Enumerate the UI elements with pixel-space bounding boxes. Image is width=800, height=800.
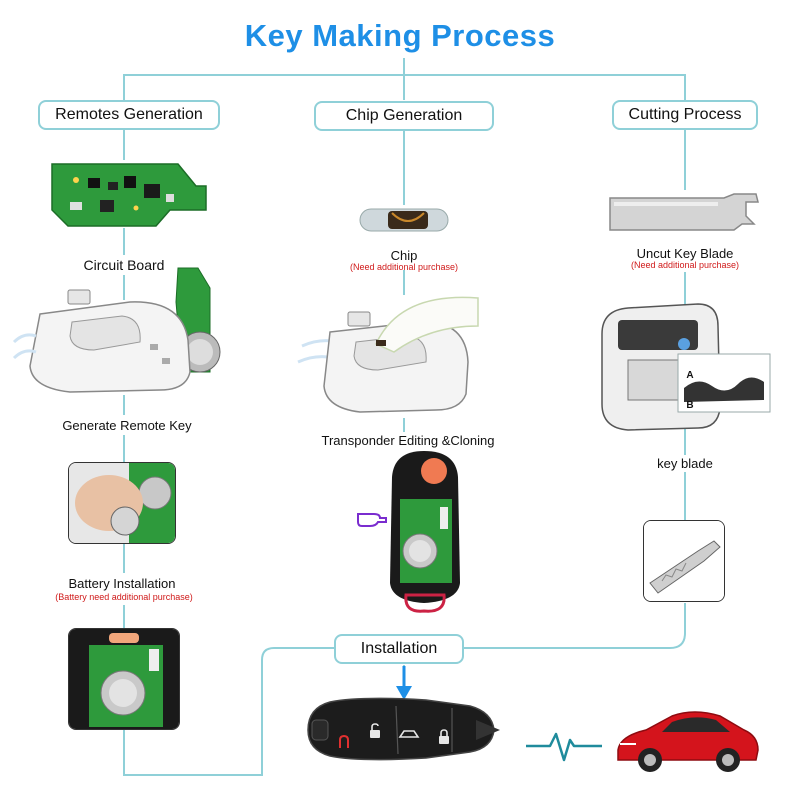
open-flip-key-image (390, 451, 460, 613)
key-blade-label: key blade (657, 456, 713, 471)
key-cutting-machine-image (601, 303, 771, 431)
trunk-icon (398, 730, 420, 738)
programmer-with-hand-image (297, 296, 479, 413)
circuit-board-image (51, 163, 207, 227)
red-sports-car-image (617, 711, 759, 772)
chip-label: Chip (390, 248, 418, 263)
panic-icon (339, 734, 349, 748)
installation-arrow-icon (396, 686, 412, 700)
circuit-board-label: Circuit Board (83, 257, 165, 273)
generate-remote-key-label: Generate Remote Key (62, 418, 192, 433)
pointing-hand-icon (357, 513, 387, 527)
cutting-process-header: Cutting Process (612, 100, 758, 130)
battery-installation-photo (68, 462, 176, 544)
uncut-key-blade-label: Uncut Key Blade (636, 246, 734, 261)
heartbeat-icon (526, 732, 602, 762)
chip-image (359, 208, 449, 232)
remotes-generation-header: Remotes Generation (38, 100, 220, 130)
key-programmer-with-board-image (12, 267, 221, 393)
installation-step-label: Installation (334, 634, 464, 664)
chip-generation-header: Chip Generation (314, 101, 494, 131)
page-title: Key Making Process (244, 18, 556, 53)
cut-key-blade-photo (643, 520, 725, 602)
blade-mark-b: B (686, 400, 694, 411)
transponder-editing-label: Transponder Editing &Cloning (321, 433, 495, 448)
uncut-blade-note: (Need additional purchase) (630, 260, 740, 270)
lock-icon (439, 729, 449, 744)
battery-note: (Battery need additional purchase) (55, 592, 193, 602)
unlock-icon (370, 723, 380, 738)
battery-installation-label: Battery Installation (68, 576, 176, 591)
finished-flip-key-image (307, 697, 500, 761)
blade-mark-a: A (686, 370, 694, 381)
installed-board-photo (68, 628, 180, 730)
uncut-key-blade-image (609, 193, 759, 231)
chip-note: (Need additional purchase) (349, 262, 459, 272)
